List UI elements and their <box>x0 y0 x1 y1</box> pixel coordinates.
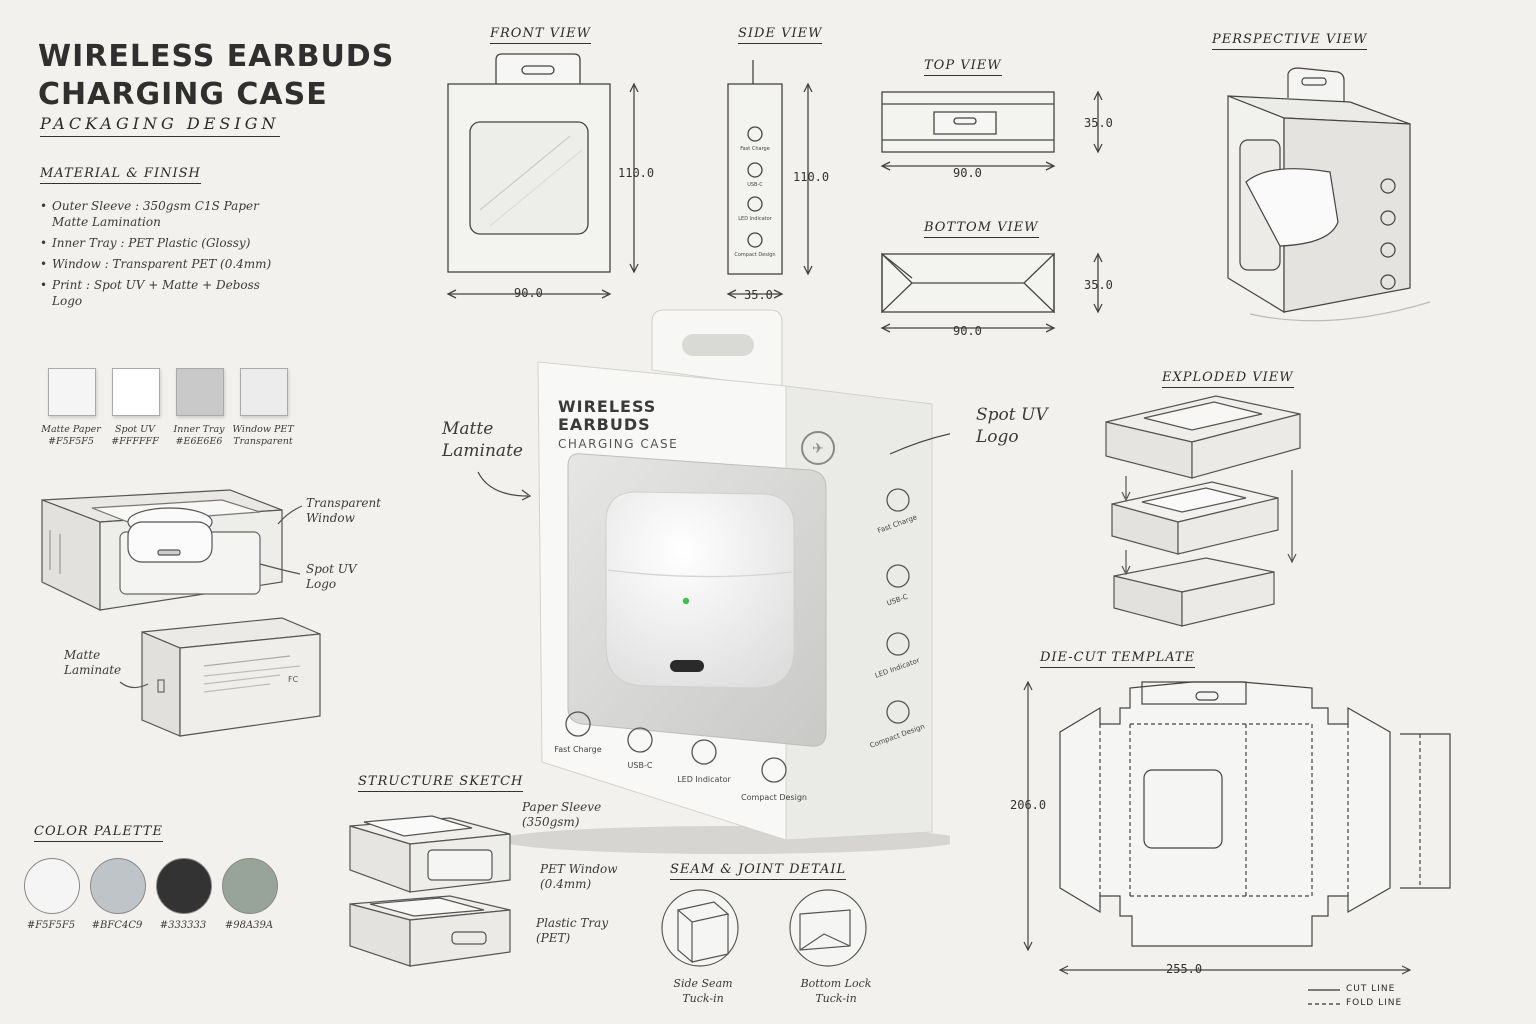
structure-heading: STRUCTURE SKETCH <box>358 774 524 792</box>
material-list: Outer Sleeve : 350gsm C1S Paper Matte La… <box>40 198 292 314</box>
material-heading: MATERIAL & FINISH <box>40 166 201 184</box>
material-item: Outer Sleeve : 350gsm C1S Paper Matte La… <box>40 198 292 230</box>
seam-heading: SEAM & JOINT DETAIL <box>670 862 847 880</box>
seam-bottom-label: Bottom Lock Tuck-in <box>800 977 872 1005</box>
exploded-view-drawing <box>1105 395 1301 627</box>
diecut-legend-lines <box>1308 989 1340 1005</box>
title-line-1: WIRELESS EARBUDS <box>38 39 395 74</box>
annotation-spot-uv-logo: Spot UV Logo <box>976 405 1048 447</box>
bottom-view-depth: 35.0 <box>1084 278 1113 292</box>
swatch-window-pet <box>240 368 288 416</box>
diecut-drawing <box>1023 680 1451 975</box>
side-icon-label: Fast Charge <box>740 146 770 152</box>
swatch-label: Spot UV#FFFFFF <box>111 424 159 447</box>
side-icon-label: USB-C <box>747 182 763 188</box>
swatch-label: Matte Paper#F5F5F5 <box>41 424 101 447</box>
side-icon-label: Compact Design <box>734 252 775 258</box>
bottom-view-width: 90.0 <box>953 324 982 338</box>
front-view-height: 110.0 <box>618 166 655 180</box>
annotation-transparent-window: Transparent Window <box>306 496 382 525</box>
top-view-drawing <box>880 90 1103 171</box>
page-title: WIRELESS EARBUDS CHARGING CASE <box>38 38 394 114</box>
hero-feature-label: LED Indicator <box>677 775 731 784</box>
swatch-inner-tray <box>176 368 224 416</box>
palette-heading: COLOR PALETTE <box>34 824 163 842</box>
svg-text:FC: FC <box>288 675 299 684</box>
palette-code: #333333 <box>159 920 207 931</box>
top-view-depth: 35.0 <box>1084 116 1113 130</box>
perspective-view-drawing <box>1227 67 1431 322</box>
side-view-label: SIDE VIEW <box>738 26 823 44</box>
material-item: Window : Transparent PET (0.4mm) <box>40 256 292 272</box>
hero-line-3: CHARGING CASE <box>558 437 678 451</box>
legend-cut-line: CUT LINE <box>1346 984 1396 994</box>
side-view-height: 110.0 <box>793 170 830 184</box>
palette-code: #98A39A <box>224 920 274 931</box>
legend-fold-line: FOLD LINE <box>1346 998 1403 1008</box>
annotation-matte-laminate-left: Matte Laminate <box>64 648 122 677</box>
structure-sketch-drawing <box>349 815 511 967</box>
exploded-view-label: EXPLODED VIEW <box>1162 370 1294 388</box>
hero-feature-label: Fast Charge <box>554 745 601 754</box>
structure-pet-window: PET Window (0.4mm) <box>540 862 618 891</box>
front-view-label: FRONT VIEW <box>490 26 592 44</box>
palette-code: #BFC4C9 <box>91 920 143 931</box>
top-view-width: 90.0 <box>953 166 982 180</box>
hero-line-1: WIRELESS <box>558 397 656 416</box>
swatch-label: Inner Tray#E6E6E6 <box>173 424 225 447</box>
left-box-sketches: FC <box>41 489 321 737</box>
perspective-view-label: PERSPECTIVE VIEW <box>1212 32 1368 50</box>
annotation-matte-laminate: Matte Laminate <box>442 419 523 461</box>
palette-color-3 <box>156 858 212 914</box>
material-item: Print : Spot UV + Matte + Deboss Logo <box>40 277 292 309</box>
palette-code: #F5F5F5 <box>26 920 76 931</box>
top-view-label: TOP VIEW <box>924 58 1002 76</box>
material-swatches: Matte Paper#F5F5F5 Spot UV#FFFFFF Inner … <box>40 366 300 456</box>
palette-color-2 <box>90 858 146 914</box>
diecut-height: 206.0 <box>1010 798 1047 812</box>
hero-line-2: EARBUDS <box>558 415 651 434</box>
annotation-spot-uv-logo-left: Spot UV Logo <box>306 562 357 591</box>
side-icon-label: LED Indicator <box>738 216 772 222</box>
swatch-matte-paper <box>48 368 96 416</box>
diecut-label: DIE-CUT TEMPLATE <box>1040 650 1196 668</box>
bottom-view-drawing <box>880 252 1103 333</box>
palette-color-4 <box>222 858 278 914</box>
hero-feature-label: Compact Design <box>741 793 807 802</box>
svg-text:✈: ✈ <box>812 441 824 457</box>
front-view-width: 90.0 <box>514 286 543 300</box>
side-view-drawing: Fast Charge USB-C LED Indicator Compact … <box>726 60 813 299</box>
bottom-view-label: BOTTOM VIEW <box>924 220 1039 238</box>
diecut-width: 255.0 <box>1166 962 1203 976</box>
side-view-width: 35.0 <box>744 288 773 302</box>
hero-feature-label: USB-C <box>628 761 653 770</box>
structure-plastic-tray: Plastic Tray (PET) <box>536 916 609 945</box>
hero-package: ✈ WIRELESS EARBUDS CHARGING CASE Fast Ch… <box>477 309 950 854</box>
seam-side-label: Side Seam Tuck-in <box>673 977 733 1005</box>
palette-color-1 <box>24 858 80 914</box>
swatch-spot-uv <box>112 368 160 416</box>
seam-detail-drawing <box>661 889 867 967</box>
front-view-drawing <box>446 53 639 299</box>
page-subtitle: PACKAGING DESIGN <box>40 114 280 137</box>
structure-paper-sleeve: Paper Sleeve (350gsm) <box>522 800 602 829</box>
material-item: Inner Tray : PET Plastic (Glossy) <box>40 235 292 251</box>
title-line-2: CHARGING CASE <box>38 77 328 112</box>
